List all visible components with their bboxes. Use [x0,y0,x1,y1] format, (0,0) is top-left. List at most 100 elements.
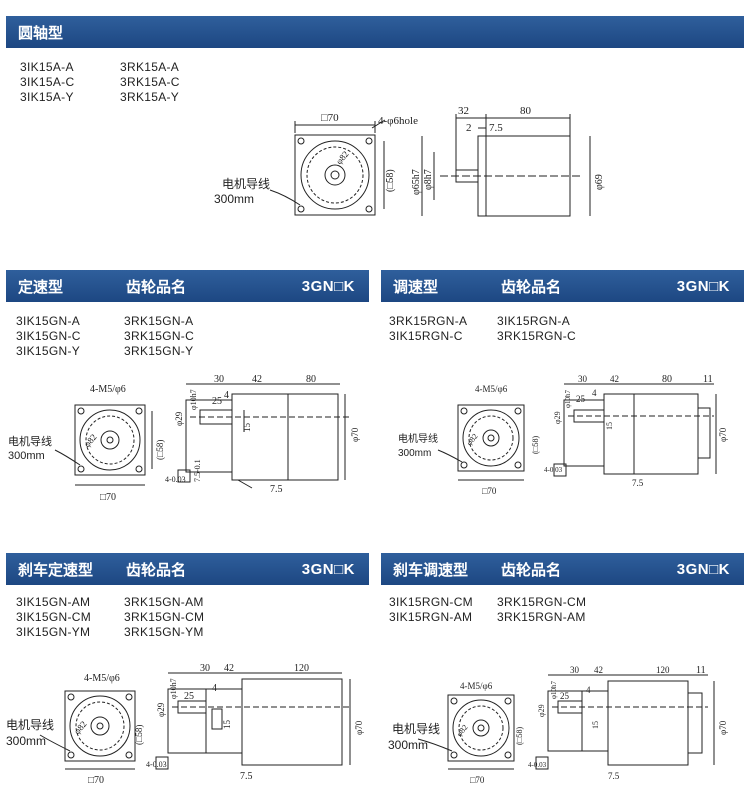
model-item: 3RK15A-Y [120,90,180,104]
dim-sq58: (□58) [134,725,144,745]
dim-sq70: □70 [482,486,497,496]
model-item: 3IK15RGN-A [497,314,571,328]
dim-holes: 4-M5/φ6 [475,384,508,394]
dim-80: 80 [520,105,532,117]
model-item: 3IK15GN-AM [16,595,91,609]
model-list: 3RK15RGN-A 3IK15RGN-C [389,314,467,344]
dim-sq70: □70 [100,492,116,503]
lead-label: 电机导线 [222,177,270,191]
model-item: 3RK15RGN-A [389,314,468,328]
dim-phi70: φ70 [718,720,728,735]
model-item: 3RK15RGN-CM [497,595,587,609]
dim-phi10: φ10h7 [169,678,178,699]
model-item: 3RK15GN-AM [124,595,204,609]
dim-phi70: φ70 [350,427,360,442]
dim-25: 25 [576,394,586,404]
gear-code: 3GN□K [676,560,730,578]
dim-sq70: □70 [88,775,104,786]
dim-key: 4-0.03 [544,466,563,474]
model-item: 3RK15GN-CM [124,610,205,624]
dim-4: 4 [586,685,591,695]
dim-25: 25 [184,691,194,702]
model-item: 3IK15GN-C [16,329,81,343]
dim-80: 80 [306,374,316,385]
dim-4: 4 [224,390,229,401]
dim-42: 42 [224,663,234,674]
model-item: 3RK15GN-Y [124,344,194,358]
dim-42: 42 [594,665,603,675]
dim-sq58: (□58) [155,440,165,460]
dim-15: 15 [605,422,614,430]
dim-phi8: φ8h7 [423,169,434,190]
model-item: 3IK15A-A [20,60,74,74]
dim-phi10: φ10h7 [564,389,572,408]
model-item: 3IK15RGN-CM [389,595,473,609]
dim-30: 30 [200,663,210,674]
gear-name-label: 齿轮品名 [501,561,562,579]
dim-15: 15 [591,721,600,729]
lead-length: 300mm [8,450,45,462]
model-item: 3IK15RGN-C [389,329,463,343]
model-list: 3IK15GN-AM 3IK15GN-CM 3IK15GN-YM [16,595,91,640]
section-header-brake-fixed: 刹车定速型 齿轮品名 3GN□K [6,553,369,585]
model-item: 3IK15A-C [20,75,75,89]
dim-15: 15 [222,720,232,730]
dim-phi29: φ29 [553,411,562,424]
dim-7-5: 7.5 [270,484,283,495]
dim-phi29: φ29 [537,704,546,717]
model-list: 3RK15A-A 3RK15A-C 3RK15A-Y [120,60,180,105]
dim-phi70: φ70 [718,427,728,442]
model-item: 3RK15GN-C [124,329,195,343]
dim-phi10: φ10h7 [550,680,558,699]
model-item: 3IK15GN-YM [16,625,91,639]
lead-length: 300mm [398,448,431,459]
model-item: 3IK15A-Y [20,90,74,104]
model-item: 3RK15RGN-C [497,329,577,343]
dim-phi82: φ82 [334,149,351,166]
dim-holes: 4-M5/φ6 [460,681,493,691]
gear-code: 3GN□K [676,277,730,295]
model-item: 3RK15GN-A [124,314,194,328]
fixed-speed-drawing: 4-M5/φ6 φ82 (□58) □70 30 42 80 25 4 7.5 … [8,374,360,503]
gear-code: 3GN□K [301,277,355,295]
dim-7-5: 7.5 [608,771,620,781]
dim-120: 120 [656,665,670,675]
dim-square: □70 [321,112,339,124]
gear-name-label: 齿轮品名 [126,561,187,579]
dim-30: 30 [570,665,580,675]
model-item: 3RK15GN-YM [124,625,204,639]
dim-42: 42 [610,374,619,384]
model-list: 3RK15RGN-CM 3RK15RGN-AM [497,595,586,625]
dim-25: 25 [560,691,570,701]
dim-11: 11 [696,665,706,676]
dim-phi10: φ10h7 [189,389,198,410]
section-title: 刹车定速型 [18,561,94,579]
dim-30: 30 [214,374,224,385]
section-title: 圆轴型 [18,24,64,42]
model-list: 3RK15GN-A 3RK15GN-C 3RK15GN-Y [124,314,194,359]
gear-name-label: 齿轮品名 [501,278,562,296]
dim-7-5: 7.5 [240,771,253,782]
dim-7-5: 7.5 [632,478,644,488]
model-list: 3IK15A-A 3IK15A-C 3IK15A-Y [20,60,74,105]
lead-label: 电机导线 [392,722,440,736]
dim-phi82: φ82 [455,723,470,738]
dim-7-5: 7.5 [489,122,503,134]
dim-phi29: φ29 [156,702,166,717]
dim-key2: 7.5-0.1 [193,459,202,482]
lead-label: 电机导线 [398,432,438,445]
dim-phi65: φ65h7 [411,169,422,195]
speed-control-drawing: 4-M5/φ6 φ82 (□58) □70 30 42 80 11 25 4 7… [398,374,728,496]
section-title: 调速型 [393,278,439,296]
dim-42: 42 [252,374,262,385]
lead-length: 300mm [214,192,254,206]
dim-25: 25 [212,396,222,407]
dim-phi82: φ82 [72,719,89,736]
model-list: 3IK15GN-A 3IK15GN-C 3IK15GN-Y [16,314,81,359]
dim-phi69: φ69 [594,174,605,190]
brake-fixed-drawing: 4-M5/φ6 φ82 (□58) □70 30 42 120 25 4 7.5… [6,663,364,786]
dim-15: 15 [242,423,252,433]
lead-label: 电机导线 [6,718,54,732]
gear-name-label: 齿轮品名 [126,278,187,296]
model-item: 3IK15GN-A [16,314,81,328]
